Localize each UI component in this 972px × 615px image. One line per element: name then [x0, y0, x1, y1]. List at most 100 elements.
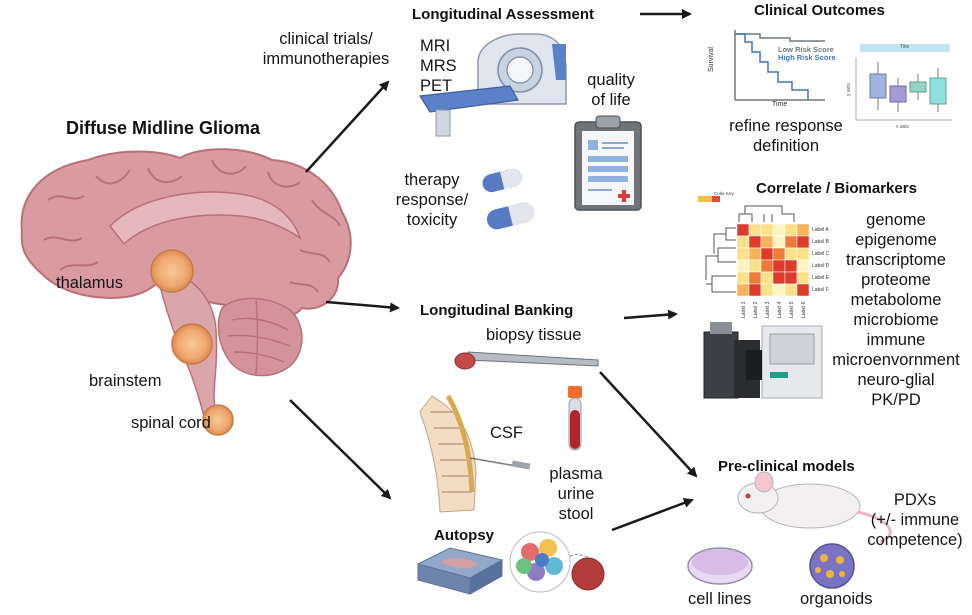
clipboard-illustration: [574, 115, 642, 211]
pill-capsules-illustration: [482, 168, 535, 230]
heatmap-cell: [760, 235, 774, 249]
heatmap-cell: [748, 223, 762, 237]
tumor-spinal-cord: [202, 404, 234, 436]
heatmap-cell: [736, 283, 750, 297]
heatmap-cell: [772, 271, 786, 285]
brain-illustration: [20, 148, 352, 436]
label-cell-lines: cell lines: [688, 590, 752, 608]
label-quality-of-life: quality of life: [587, 71, 635, 109]
heatmap-cell: [796, 283, 810, 297]
label-csf: CSF: [490, 424, 523, 442]
km-ylabel: Survival: [708, 47, 715, 72]
mri-scanner-illustration: [418, 33, 567, 137]
heading-autopsy: Autopsy: [434, 527, 494, 544]
heatmap-col-label: Label 5: [789, 301, 795, 318]
cell-cluster-illustration: [509, 531, 605, 593]
heading-longitudinal-assessment: Longitudinal Assessment: [412, 6, 594, 23]
heading-longitudinal-banking: Longitudinal Banking: [420, 302, 574, 319]
heatmap-cell: [736, 223, 750, 237]
heatmap-cell: [796, 271, 810, 285]
petri-dish-illustration: [687, 547, 753, 585]
heatmap-cell: [748, 259, 762, 273]
heading-clinical-outcomes: Clinical Outcomes: [754, 2, 885, 19]
heatmap-row-label: Label B: [812, 239, 829, 245]
km-low-risk-line: [735, 33, 825, 42]
label-organoids: organoids: [800, 590, 873, 608]
heatmap-cell: [760, 247, 774, 261]
label-spinal-cord: spinal cord: [131, 414, 211, 432]
heatmap-cell: [772, 235, 786, 249]
heatmap-cell: [796, 259, 810, 273]
heatmap-row-label: Label C: [812, 251, 830, 257]
heatmap-cell: [772, 283, 786, 297]
label-pdx: PDXs (+/- immune competence): [867, 491, 963, 549]
heatmap-cell: [796, 247, 810, 261]
arrow-autopsy-to-preclinical: [611, 498, 694, 532]
heatmap-cell: [784, 271, 798, 285]
label-thalamus: thalamus: [56, 274, 123, 292]
heatmap-cell: [736, 235, 750, 249]
km-high-risk-line: [735, 33, 809, 100]
heatmap-col-label: Label 1: [741, 301, 747, 318]
label-brainstem: brainstem: [89, 372, 162, 390]
boxplot-xlabel: x axis: [896, 124, 909, 130]
label-clinical-trials: clinical trials/ immunotherapies: [262, 30, 390, 68]
heatmap-cell: [784, 259, 798, 273]
arrow-to-autopsy: [289, 399, 392, 500]
label-body-fluids: plasma urine stool: [549, 465, 603, 523]
spine-illustration: [419, 394, 531, 513]
heatmap-cell: [748, 283, 762, 297]
km-xlabel: Time: [772, 101, 788, 108]
heatmap-cell: [736, 247, 750, 261]
heatmap-cell: [736, 259, 750, 273]
heatmap-color-key: Color Key: [714, 191, 734, 196]
arrow-banking-to-correlate: [623, 309, 678, 320]
mouse-illustration: [737, 471, 892, 544]
label-imaging: MRI MRS PET: [420, 37, 457, 95]
boxplot-title: Title: [900, 44, 910, 50]
heatmap-cell: [748, 247, 762, 261]
heatmap-cell: [760, 259, 774, 273]
heatmap-cell: [772, 247, 786, 261]
survival-plot: [734, 30, 825, 101]
heatmap-cell: [748, 235, 762, 249]
heatmap-col-label: Label 6: [801, 301, 807, 318]
heatmap-cell: [796, 223, 810, 237]
brain-cortex: [20, 148, 352, 318]
tumor-thalamus: [150, 249, 194, 293]
heatmap-cell: [760, 271, 774, 285]
heatmap-cell: [748, 271, 762, 285]
autopsy-tray-illustration: [416, 547, 504, 595]
heatmap-cell: [784, 235, 798, 249]
km-legend-low: Low Risk Score: [778, 45, 834, 54]
boxplot-ylabel: y axis: [846, 83, 852, 96]
heatmap-chart: [698, 196, 795, 293]
omics-list: genome epigenome transcriptome proteome …: [832, 211, 960, 409]
heatmap-cell: [796, 235, 810, 249]
heatmap-cell: [772, 223, 786, 237]
arrow-banking-to-preclinical: [599, 371, 698, 478]
label-biopsy-tissue: biopsy tissue: [486, 326, 582, 344]
mass-spectrometer-illustration: [703, 322, 823, 399]
heatmap-col-label: Label 4: [777, 301, 783, 318]
corpus-callosum: [109, 191, 302, 246]
heatmap-cell: [760, 223, 774, 237]
arrow-to-banking: [325, 300, 400, 313]
label-therapy-response: therapy response/ toxicity: [395, 171, 469, 229]
heatmap-col-label: Label 2: [753, 301, 759, 318]
heatmap-cell: [784, 247, 798, 261]
heatmap-row-label: Label A: [812, 227, 829, 233]
heading-correlate-biomarkers: Correlate / Biomarkers: [756, 180, 917, 197]
tumor-brainstem: [171, 323, 213, 365]
heatmap-grid: [736, 223, 810, 297]
heatmap-cell: [784, 223, 798, 237]
label-refine-response: refine response definition: [729, 117, 843, 155]
heading-preclinical-models: Pre-clinical models: [718, 458, 855, 475]
organoid-illustration: [809, 543, 855, 589]
heatmap-cell: [736, 271, 750, 285]
km-legend-high: High Risk Score: [778, 53, 836, 62]
biopsy-forceps-illustration: [454, 351, 599, 370]
boxplot-chart: [855, 44, 952, 121]
